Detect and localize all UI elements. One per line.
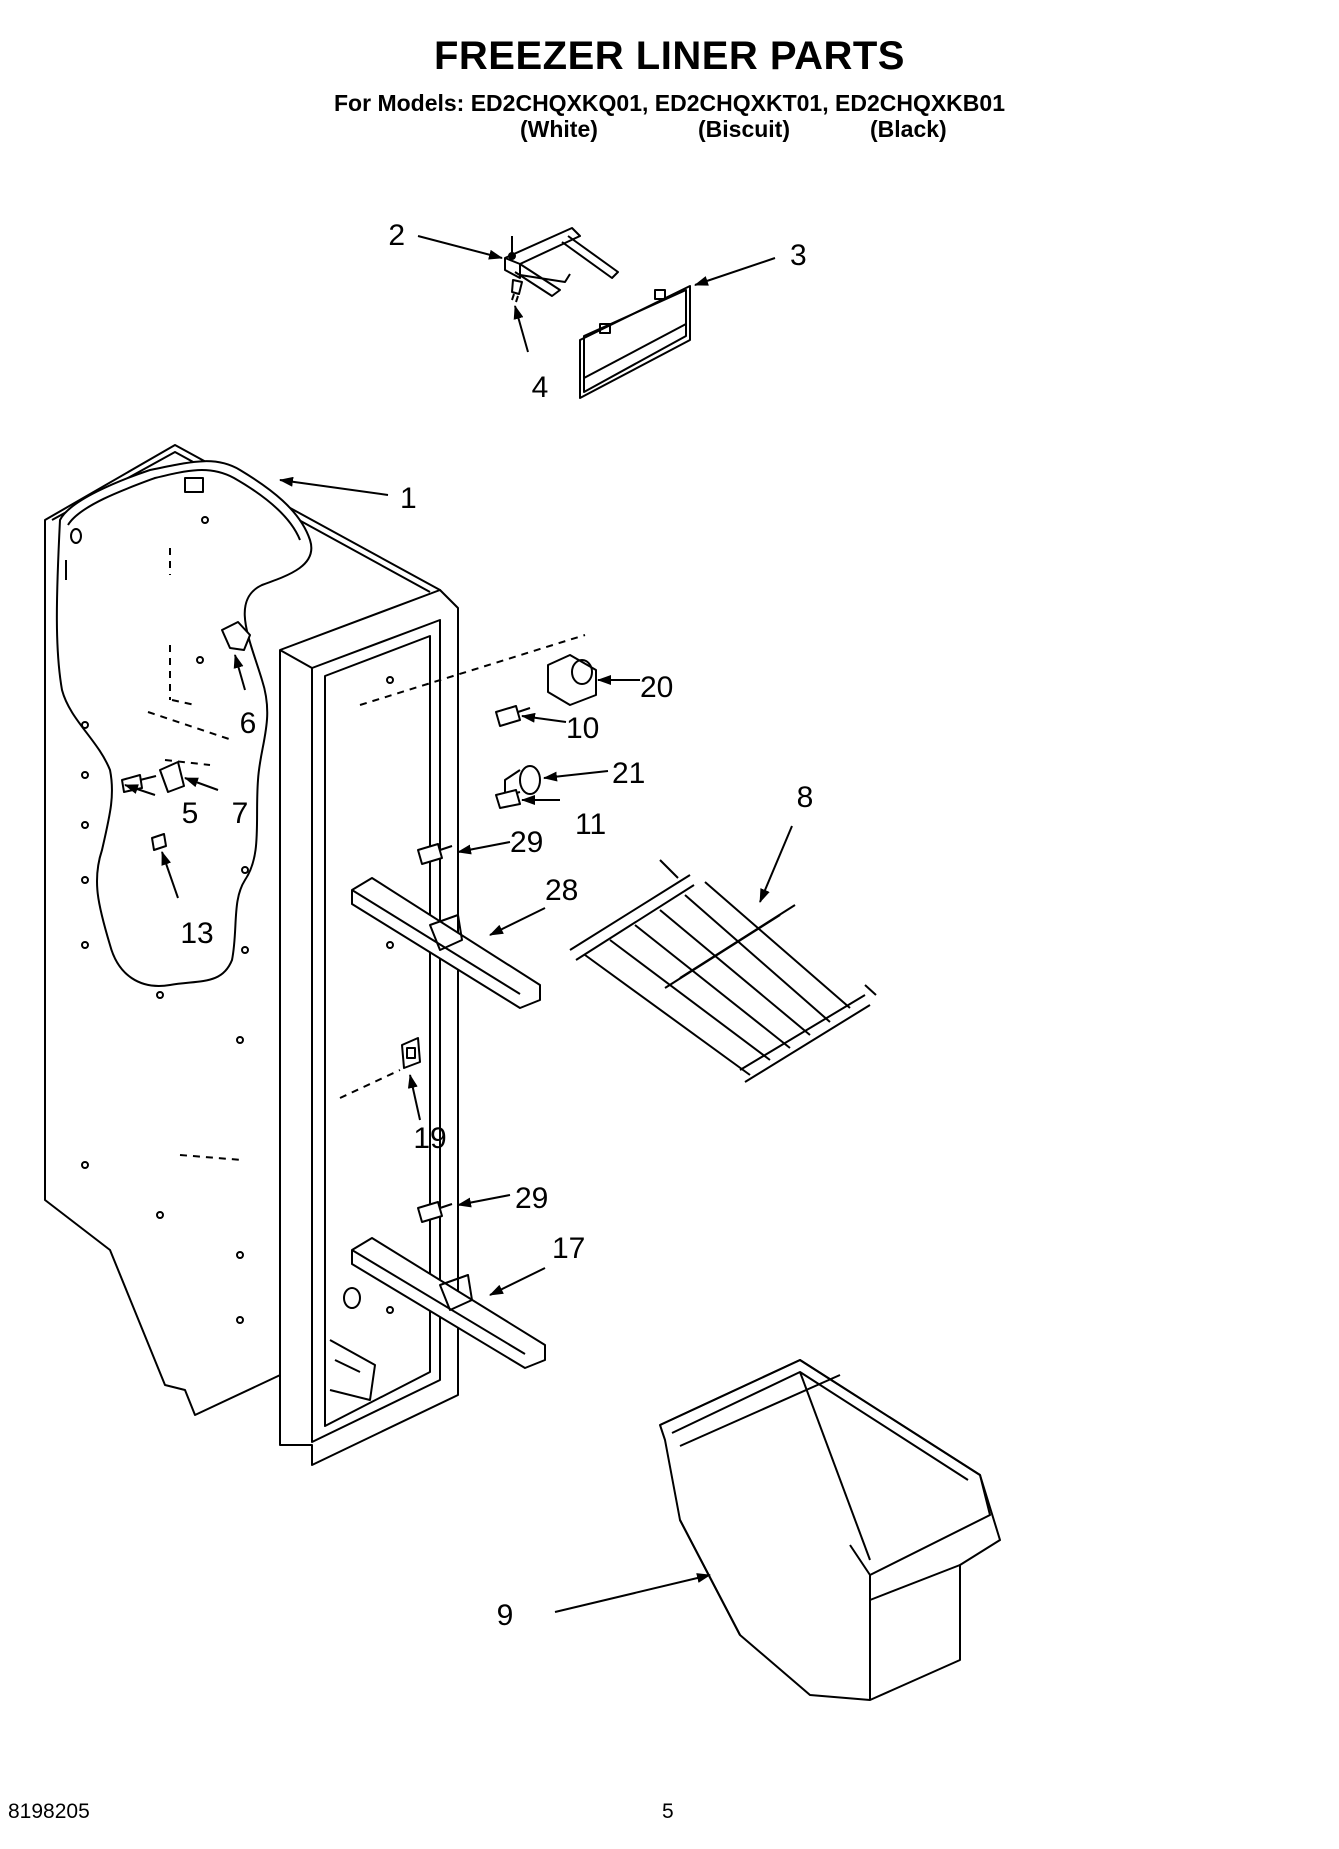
bracket-7: [159, 761, 185, 793]
callout-labels: 2 3 4 1 6 5 7 13 20 10 21 11 8 29 28 19 …: [180, 219, 813, 1632]
light-shield: [579, 285, 691, 399]
shelf-rail-28: [351, 877, 541, 1009]
ice-bin-11: [659, 1359, 1001, 1701]
screw-5: [511, 279, 523, 303]
callout-17: 17: [552, 1232, 585, 1265]
screw-29-lower: [417, 1201, 453, 1223]
models-line: For Models: ED2CHQXKQ01, ED2CHQXKT01, ED…: [334, 90, 1005, 116]
callout-29-lower: 29: [515, 1182, 548, 1215]
leader-arrows: [124, 235, 793, 1613]
callout-8: 8: [797, 781, 814, 814]
light-socket-20: [547, 654, 597, 706]
pin-13: [151, 833, 167, 851]
callout-7: 7: [232, 797, 249, 830]
callout-6: 6: [240, 707, 257, 740]
callout-20: 20: [640, 671, 673, 704]
freezer-liner: [44, 444, 586, 1466]
variant-biscuit: (Biscuit): [698, 116, 790, 142]
callout-28: 28: [545, 874, 578, 907]
light-bracket: [504, 227, 619, 297]
callout-13: 13: [180, 917, 213, 950]
clip-6: [221, 621, 251, 651]
callout-21: 21: [612, 757, 645, 790]
callout-10: 11: [575, 808, 606, 841]
liner-holes: [81, 516, 394, 1324]
switch-19: [401, 1037, 421, 1069]
page-title: FREEZER LINER PARTS: [433, 34, 905, 78]
callout-5: 4: [532, 371, 549, 404]
callout-29-upper: 29: [510, 826, 543, 859]
doc-number: 8198205: [8, 1800, 90, 1823]
variant-white: (White): [520, 116, 598, 142]
callout-3: 3: [790, 239, 807, 272]
screw-9: [495, 705, 531, 727]
callout-2: 2: [388, 219, 405, 252]
callout-1: 1: [400, 482, 417, 515]
screw-10: [495, 789, 521, 809]
page-number: 5: [662, 1800, 674, 1823]
shelf-rail-17: [351, 1237, 546, 1369]
variant-black: (Black): [870, 116, 947, 142]
callout-9: 10: [566, 712, 599, 745]
screw-29-upper: [417, 843, 453, 865]
callout-4: 5: [182, 797, 199, 830]
wire-shelf-8: [569, 859, 877, 1083]
callout-19: 19: [413, 1122, 446, 1155]
callout-11: 9: [497, 1599, 514, 1632]
